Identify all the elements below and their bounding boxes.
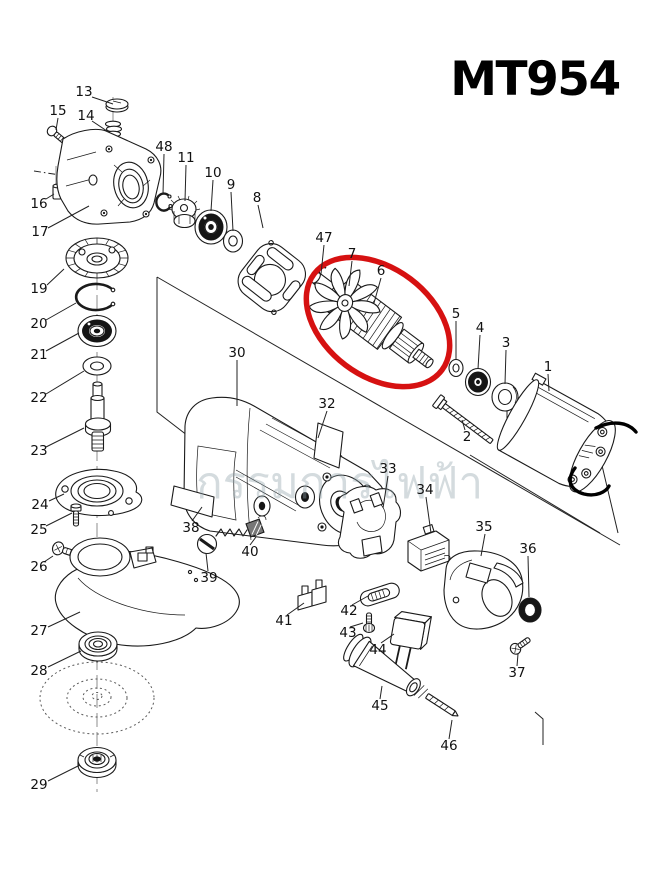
part-label-30: 30 — [228, 345, 245, 361]
part-10-ball-bearing — [194, 209, 228, 245]
part-2-through-bolt — [432, 394, 494, 444]
part-24-bearing-box — [55, 468, 143, 517]
part-label-16: 16 — [30, 196, 47, 212]
part-40-carbon-brush — [215, 515, 267, 538]
part-label-33: 33 — [379, 461, 396, 477]
part-label-42: 42 — [340, 603, 357, 619]
part-19-bevel-gear — [65, 237, 129, 279]
part-label-4: 4 — [476, 320, 485, 336]
part-32-name-plate — [313, 422, 344, 469]
leader-lines — [43, 96, 550, 782]
part-label-48: 48 — [155, 139, 172, 155]
part-label-1: 1 — [544, 359, 553, 375]
part-23-spindle — [84, 381, 112, 452]
part-37-screw — [509, 637, 531, 655]
part-label-20: 20 — [30, 316, 47, 332]
part-label-9: 9 — [227, 177, 236, 193]
part-41-terminal-block — [297, 579, 327, 611]
part-33-baffle-plate — [337, 485, 402, 559]
part-label-28: 28 — [30, 663, 47, 679]
part-27-wheel-guard — [54, 537, 240, 647]
part-label-24: 24 — [31, 497, 48, 513]
part-25-screw — [70, 503, 82, 527]
part-label-39: 39 — [200, 570, 217, 586]
part-36-ring — [518, 597, 542, 623]
part-label-23: 23 — [30, 443, 47, 459]
part-21-ball-bearing — [77, 314, 117, 348]
part-label-14: 14 — [77, 108, 94, 124]
part-label-8: 8 — [253, 190, 262, 206]
part-48-e-ring — [155, 192, 173, 212]
motor-lead-wires — [568, 421, 638, 497]
part-label-45: 45 — [371, 698, 388, 714]
part-label-19: 19 — [30, 281, 47, 297]
part-label-6: 6 — [377, 263, 386, 279]
part-label-32: 32 — [318, 396, 335, 412]
part-label-2: 2 — [463, 429, 472, 445]
part-4-ball-bearing — [464, 367, 492, 397]
part-label-21: 21 — [30, 347, 47, 363]
part-label-17: 17 — [31, 224, 48, 240]
part-44-capacitor — [389, 611, 432, 670]
part-43-screw — [362, 612, 376, 634]
part-38-label-plate — [170, 485, 215, 518]
part-13-cap — [105, 98, 129, 113]
part-label-15: 15 — [49, 103, 66, 119]
part-label-3: 3 — [502, 335, 511, 351]
part-45-side-handle — [343, 633, 421, 697]
watermark-text: กรรมการไฟฟ้า — [196, 458, 483, 509]
part-1-field-motor — [496, 372, 616, 493]
part-label-26: 26 — [30, 559, 47, 575]
part-28-inner-flange — [78, 631, 118, 662]
part-label-5: 5 — [452, 306, 461, 322]
part-22-flat-washer — [82, 356, 112, 376]
part-label-35: 35 — [475, 519, 492, 535]
part-label-37: 37 — [508, 665, 525, 681]
highlight-ellipse — [303, 254, 453, 390]
part-39-brush-cap — [196, 533, 218, 555]
part-label-11: 11 — [177, 150, 194, 166]
part-label-34: 34 — [416, 482, 433, 498]
part-label-44: 44 — [369, 642, 386, 658]
part-label-38: 38 — [182, 520, 199, 536]
part-7-fan — [308, 267, 381, 340]
part-label-36: 36 — [519, 541, 536, 557]
model-title: MT954 — [450, 52, 619, 107]
part-17-gear-housing — [56, 128, 162, 225]
part-8-bearing-retainer-plate — [237, 240, 307, 316]
part-11-pinion-gear — [167, 195, 201, 229]
part-label-41: 41 — [275, 613, 292, 629]
part-label-25: 25 — [30, 522, 47, 538]
part-label-43: 43 — [339, 625, 356, 641]
part-label-46: 46 — [440, 738, 457, 754]
part-9-washer — [222, 229, 244, 253]
part-20-snap-ring — [74, 282, 116, 312]
part-label-10: 10 — [204, 165, 221, 181]
part-35-rear-cover — [443, 550, 524, 630]
part-label-27: 27 — [30, 623, 47, 639]
part-29-lock-nut — [77, 746, 117, 778]
part-5-washer — [448, 358, 464, 378]
part-label-22: 22 — [30, 390, 47, 406]
grinding-wheel-phantom — [39, 661, 155, 735]
part-label-47: 47 — [315, 230, 332, 246]
part-label-29: 29 — [30, 777, 47, 793]
part-46-handle-stud — [413, 685, 459, 717]
part-42-slide-button — [359, 582, 400, 607]
part-label-7: 7 — [348, 246, 357, 262]
part-label-13: 13 — [75, 84, 92, 100]
part-label-40: 40 — [241, 544, 258, 560]
part-labels: 13 15 14 16 17 48 11 10 9 8 47 7 6 5 4 3… — [30, 84, 552, 793]
